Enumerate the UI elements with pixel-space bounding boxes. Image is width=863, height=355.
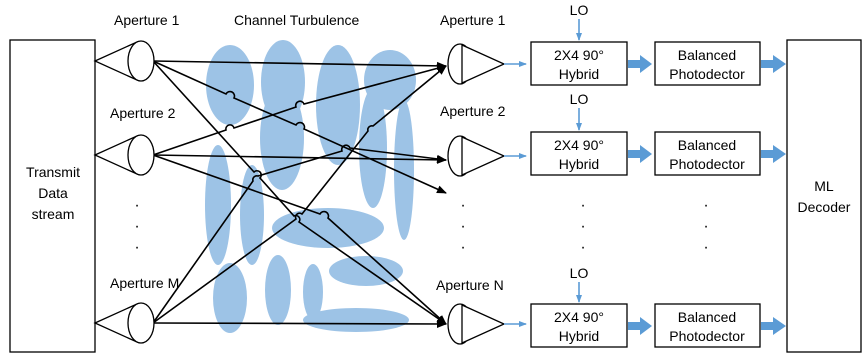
decoder-box — [786, 39, 862, 353]
ellipsis-dot: · — [134, 218, 139, 235]
fat-arrow-icon — [761, 145, 786, 163]
turbulence-cell — [359, 88, 387, 208]
ellipsis-dot: · — [134, 239, 139, 256]
ellipsis-dot: · — [703, 197, 708, 214]
beam-path — [152, 154, 447, 164]
tx-lens-icon — [127, 40, 155, 82]
decoder-label-line1: ML — [814, 178, 834, 194]
rx-aperture-1-label: Aperture 1 — [440, 12, 506, 28]
photodetector-box-2 — [654, 131, 761, 176]
photodetector-box-1 — [654, 41, 761, 86]
transmit-block: Transmit Data stream — [9, 39, 96, 353]
tx-ellipsis: · · · — [134, 197, 139, 256]
photodetector-label-1: Balanced — [678, 47, 736, 63]
photodetector-box-n — [654, 303, 761, 348]
transmit-label-line3: stream — [32, 206, 75, 222]
rx-aperture-n-label: Aperture N — [436, 277, 504, 293]
beam-path — [152, 60, 447, 194]
rx-aperture-n: Aperture N — [436, 277, 506, 345]
tx-lens-icon — [127, 302, 155, 344]
tx-aperture-m-label: Aperture M — [110, 275, 179, 291]
turbulence-cell — [260, 86, 304, 190]
beam-path — [152, 319, 447, 328]
transmit-label-line1: Transmit — [26, 164, 80, 180]
ellipsis-dot: · — [134, 197, 139, 214]
hybrid-sublabel-n: Hybrid — [559, 328, 599, 344]
transmit-box — [9, 39, 96, 353]
beam-path — [152, 154, 447, 325]
fat-arrow-icon — [761, 317, 786, 335]
receiver-row-2: LO 2X4 90° Hybrid Balanced Photodector — [504, 91, 786, 176]
hybrid-box-1 — [530, 41, 628, 86]
tx-aperture-1: Aperture 1 — [93, 12, 180, 82]
receiver-row-1: LO 2X4 90° Hybrid Balanced Photodector — [504, 2, 786, 86]
rx-aperture-2-label: Aperture 2 — [440, 103, 506, 119]
fat-arrow-icon — [761, 55, 786, 73]
ellipsis-dot: · — [580, 197, 585, 214]
ellipsis-dot: · — [460, 197, 465, 214]
hybrid-label-2: 2X4 90° — [554, 137, 604, 153]
beam-path — [152, 60, 447, 70]
tx-aperture-1-label: Aperture 1 — [114, 12, 180, 28]
hybrid-label-1: 2X4 90° — [554, 47, 604, 63]
fat-arrow-icon — [628, 55, 652, 73]
hybrid-ellipsis: · · · — [580, 197, 585, 256]
beam-path — [152, 144, 447, 324]
rx-ellipsis: · · · — [460, 197, 465, 256]
turbulence-cell — [303, 308, 409, 332]
ellipsis-dot: · — [703, 218, 708, 235]
turbulence-cell — [213, 263, 247, 333]
optical-beams — [152, 60, 447, 328]
turbulence-cell — [394, 100, 414, 240]
hybrid-sublabel-2: Hybrid — [559, 156, 599, 172]
ellipsis-dot: · — [703, 239, 708, 256]
decoder-label-line2: Decoder — [798, 199, 851, 215]
fat-arrow-icon — [628, 317, 652, 335]
rx-lens-icon — [461, 303, 506, 345]
rx-aperture-2: Aperture 2 — [440, 103, 506, 177]
ellipsis-dot: · — [460, 218, 465, 235]
beam-path — [152, 60, 447, 325]
tx-aperture-m: Aperture M — [93, 275, 179, 344]
tx-aperture-2-label: Aperture 2 — [110, 105, 176, 121]
lo-label-2: LO — [570, 91, 589, 107]
decoder-block: ML Decoder — [786, 39, 862, 353]
tx-aperture-2: Aperture 2 — [93, 105, 176, 176]
ellipsis-dot: · — [580, 218, 585, 235]
photodetector-label-n: Balanced — [678, 309, 736, 325]
rx-lens-icon — [461, 43, 506, 85]
hybrid-label-n: 2X4 90° — [554, 309, 604, 325]
channel-turbulence-label: Channel Turbulence — [234, 12, 360, 28]
detector-ellipsis: · · · — [703, 197, 708, 256]
lo-label-1: LO — [570, 2, 589, 18]
photodetector-sublabel-n: Photodector — [669, 328, 745, 344]
turbulence-cell — [329, 256, 403, 286]
photodetector-sublabel-1: Photodector — [669, 66, 745, 82]
turbulence-cell — [265, 255, 291, 325]
hybrid-sublabel-1: Hybrid — [559, 66, 599, 82]
ellipsis-dot: · — [460, 239, 465, 256]
rx-lens-icon — [461, 135, 506, 177]
turbulence-cell — [206, 45, 254, 125]
receiver-row-n: LO 2X4 90° Hybrid Balanced Photodector — [504, 265, 786, 348]
tx-lens-icon — [127, 134, 155, 176]
rx-aperture-1: Aperture 1 — [440, 12, 506, 85]
lo-label-n: LO — [570, 265, 589, 281]
hybrid-box-2 — [530, 131, 628, 176]
turbulence-cell — [303, 264, 323, 320]
photodetector-label-2: Balanced — [678, 137, 736, 153]
fat-arrow-icon — [628, 145, 652, 163]
transmit-label-line2: Data — [38, 185, 68, 201]
channel-turbulence — [205, 40, 416, 333]
beam-path — [152, 64, 447, 156]
ellipsis-dot: · — [580, 239, 585, 256]
turbulence-cell — [316, 45, 360, 165]
hybrid-box-n — [530, 303, 628, 348]
photodetector-sublabel-2: Photodector — [669, 156, 745, 172]
beam-path — [152, 65, 447, 324]
turbulence-cell — [205, 145, 231, 265]
